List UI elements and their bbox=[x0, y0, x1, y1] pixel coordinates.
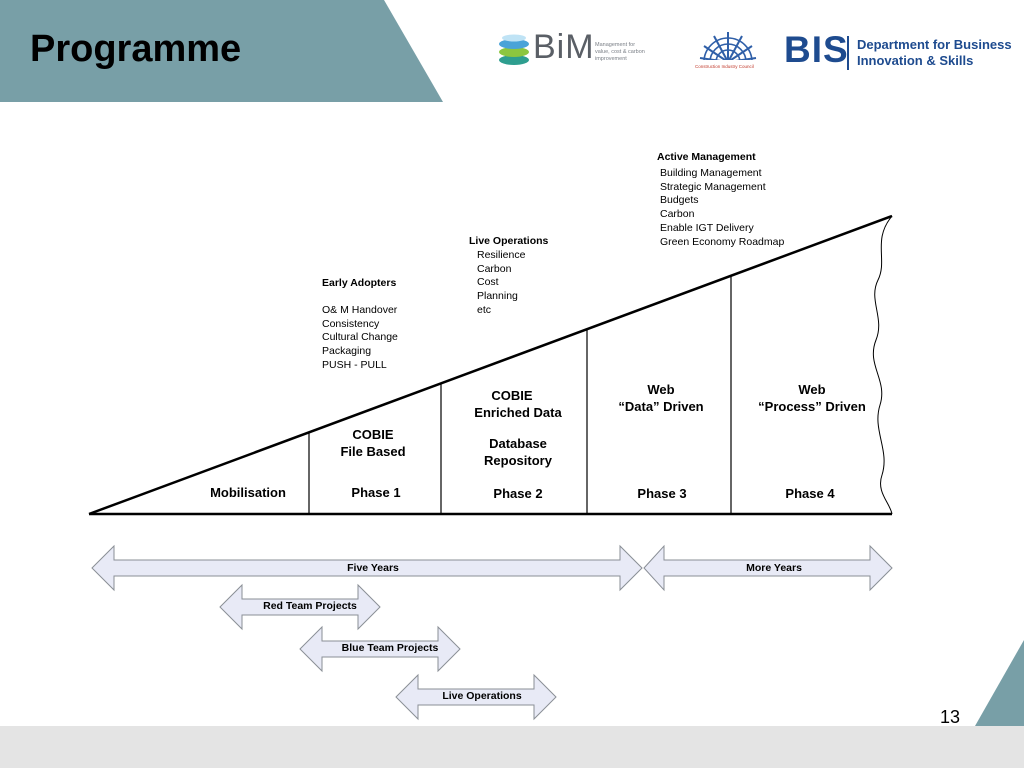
note-item: O& M Handover bbox=[322, 303, 398, 316]
phase1-line: COBIE bbox=[352, 427, 394, 442]
note-item: Strategic Management bbox=[660, 180, 766, 193]
bim-tagline-line: Management for bbox=[595, 42, 636, 48]
note-item: PUSH - PULL bbox=[322, 358, 387, 371]
red-team-label: Red Team Projects bbox=[263, 600, 357, 612]
live-operations-label: Live Operations bbox=[442, 690, 522, 702]
phase3-line: “Data” Driven bbox=[618, 399, 704, 414]
slide-title: Programme bbox=[30, 28, 242, 70]
bis-divider bbox=[847, 36, 849, 70]
note-item: Carbon bbox=[477, 262, 512, 275]
phase2-line: Database bbox=[489, 436, 547, 451]
bis-logo: BIS Department for Business Innovation &… bbox=[784, 29, 1019, 74]
note-item: Budgets bbox=[660, 194, 699, 207]
phase2-line: Enriched Data bbox=[474, 405, 562, 420]
page-number: 13 bbox=[940, 707, 961, 727]
note-item: Green Economy Roadmap bbox=[660, 235, 785, 248]
bim-layers-icon bbox=[499, 34, 529, 65]
blue-team-label: Blue Team Projects bbox=[341, 642, 439, 654]
bim-tagline: Management for value, cost & carbon impr… bbox=[595, 42, 645, 63]
note-item: Enable IGT Delivery bbox=[660, 221, 754, 234]
five-years-label: Five Years bbox=[347, 562, 399, 574]
bim-tagline-line: improvement bbox=[595, 56, 627, 62]
note-item: Resilience bbox=[477, 248, 526, 261]
bis-department-name: Department for Business Innovation & Ski… bbox=[857, 37, 1012, 69]
bim-logo: BiM Management for value, cost & carbon … bbox=[497, 28, 657, 74]
note-heading: Early Adopters bbox=[322, 277, 397, 289]
phase1-description: COBIE File Based bbox=[313, 426, 433, 460]
phase3-line: Web bbox=[647, 382, 675, 397]
note-heading: Active Management bbox=[657, 151, 756, 163]
blue-team-arrow bbox=[299, 625, 461, 673]
early-adopters-note: Early Adopters O& M Handover Consistency… bbox=[322, 277, 398, 373]
note-item: etc bbox=[477, 303, 492, 316]
phase3-label: Phase 3 bbox=[637, 486, 687, 501]
wavy-end-edge bbox=[872, 215, 893, 515]
note-item: Carbon bbox=[660, 208, 695, 221]
wedge-hypotenuse bbox=[88, 214, 893, 516]
phase1-label: Phase 1 bbox=[351, 485, 401, 500]
more-years-label: More Years bbox=[746, 562, 802, 574]
phase3-description: Web “Data” Driven bbox=[601, 381, 721, 415]
bis-name-line: Innovation & Skills bbox=[857, 53, 974, 68]
note-item: Consistency bbox=[322, 317, 380, 330]
bis-name-line: Department for Business bbox=[857, 37, 1012, 52]
mobilisation-label: Mobilisation bbox=[210, 485, 286, 500]
five-years-arrow bbox=[91, 544, 643, 592]
phase2-label: Phase 2 bbox=[493, 486, 543, 501]
phase2-line: COBIE bbox=[491, 388, 533, 403]
note-item: Cultural Change bbox=[322, 331, 398, 344]
live-operations-note: Live Operations Resilience Carbon Cost P… bbox=[469, 235, 548, 318]
cic-logo: Construction Industry Council bbox=[695, 28, 761, 72]
note-item: Planning bbox=[477, 290, 518, 303]
cic-sunburst-icon bbox=[696, 32, 760, 64]
bim-tagline-line: value, cost & carbon bbox=[595, 49, 645, 55]
note-item: Building Management bbox=[660, 166, 762, 179]
phase4-label: Phase 4 bbox=[785, 486, 835, 501]
live-operations-arrow bbox=[395, 673, 557, 721]
phase2-description: COBIE Enriched Data Database Repository bbox=[458, 387, 578, 469]
phase1-line: File Based bbox=[340, 444, 406, 459]
active-management-note: Active Management Building Management St… bbox=[657, 151, 784, 250]
cic-caption: Construction Industry Council bbox=[695, 64, 754, 69]
more-years-arrow bbox=[643, 544, 893, 592]
phase2-line: Repository bbox=[484, 453, 552, 468]
phase4-description: Web “Process” Driven bbox=[752, 381, 872, 415]
red-team-arrow bbox=[219, 583, 381, 631]
note-item: Packaging bbox=[322, 345, 372, 358]
note-item: Cost bbox=[477, 276, 499, 289]
phase4-line: Web bbox=[798, 382, 826, 397]
bim-wordmark: BiM bbox=[533, 28, 595, 66]
bis-wordmark: BIS bbox=[784, 29, 849, 70]
note-heading: Live Operations bbox=[469, 235, 549, 247]
phase4-line: “Process” Driven bbox=[758, 399, 866, 414]
